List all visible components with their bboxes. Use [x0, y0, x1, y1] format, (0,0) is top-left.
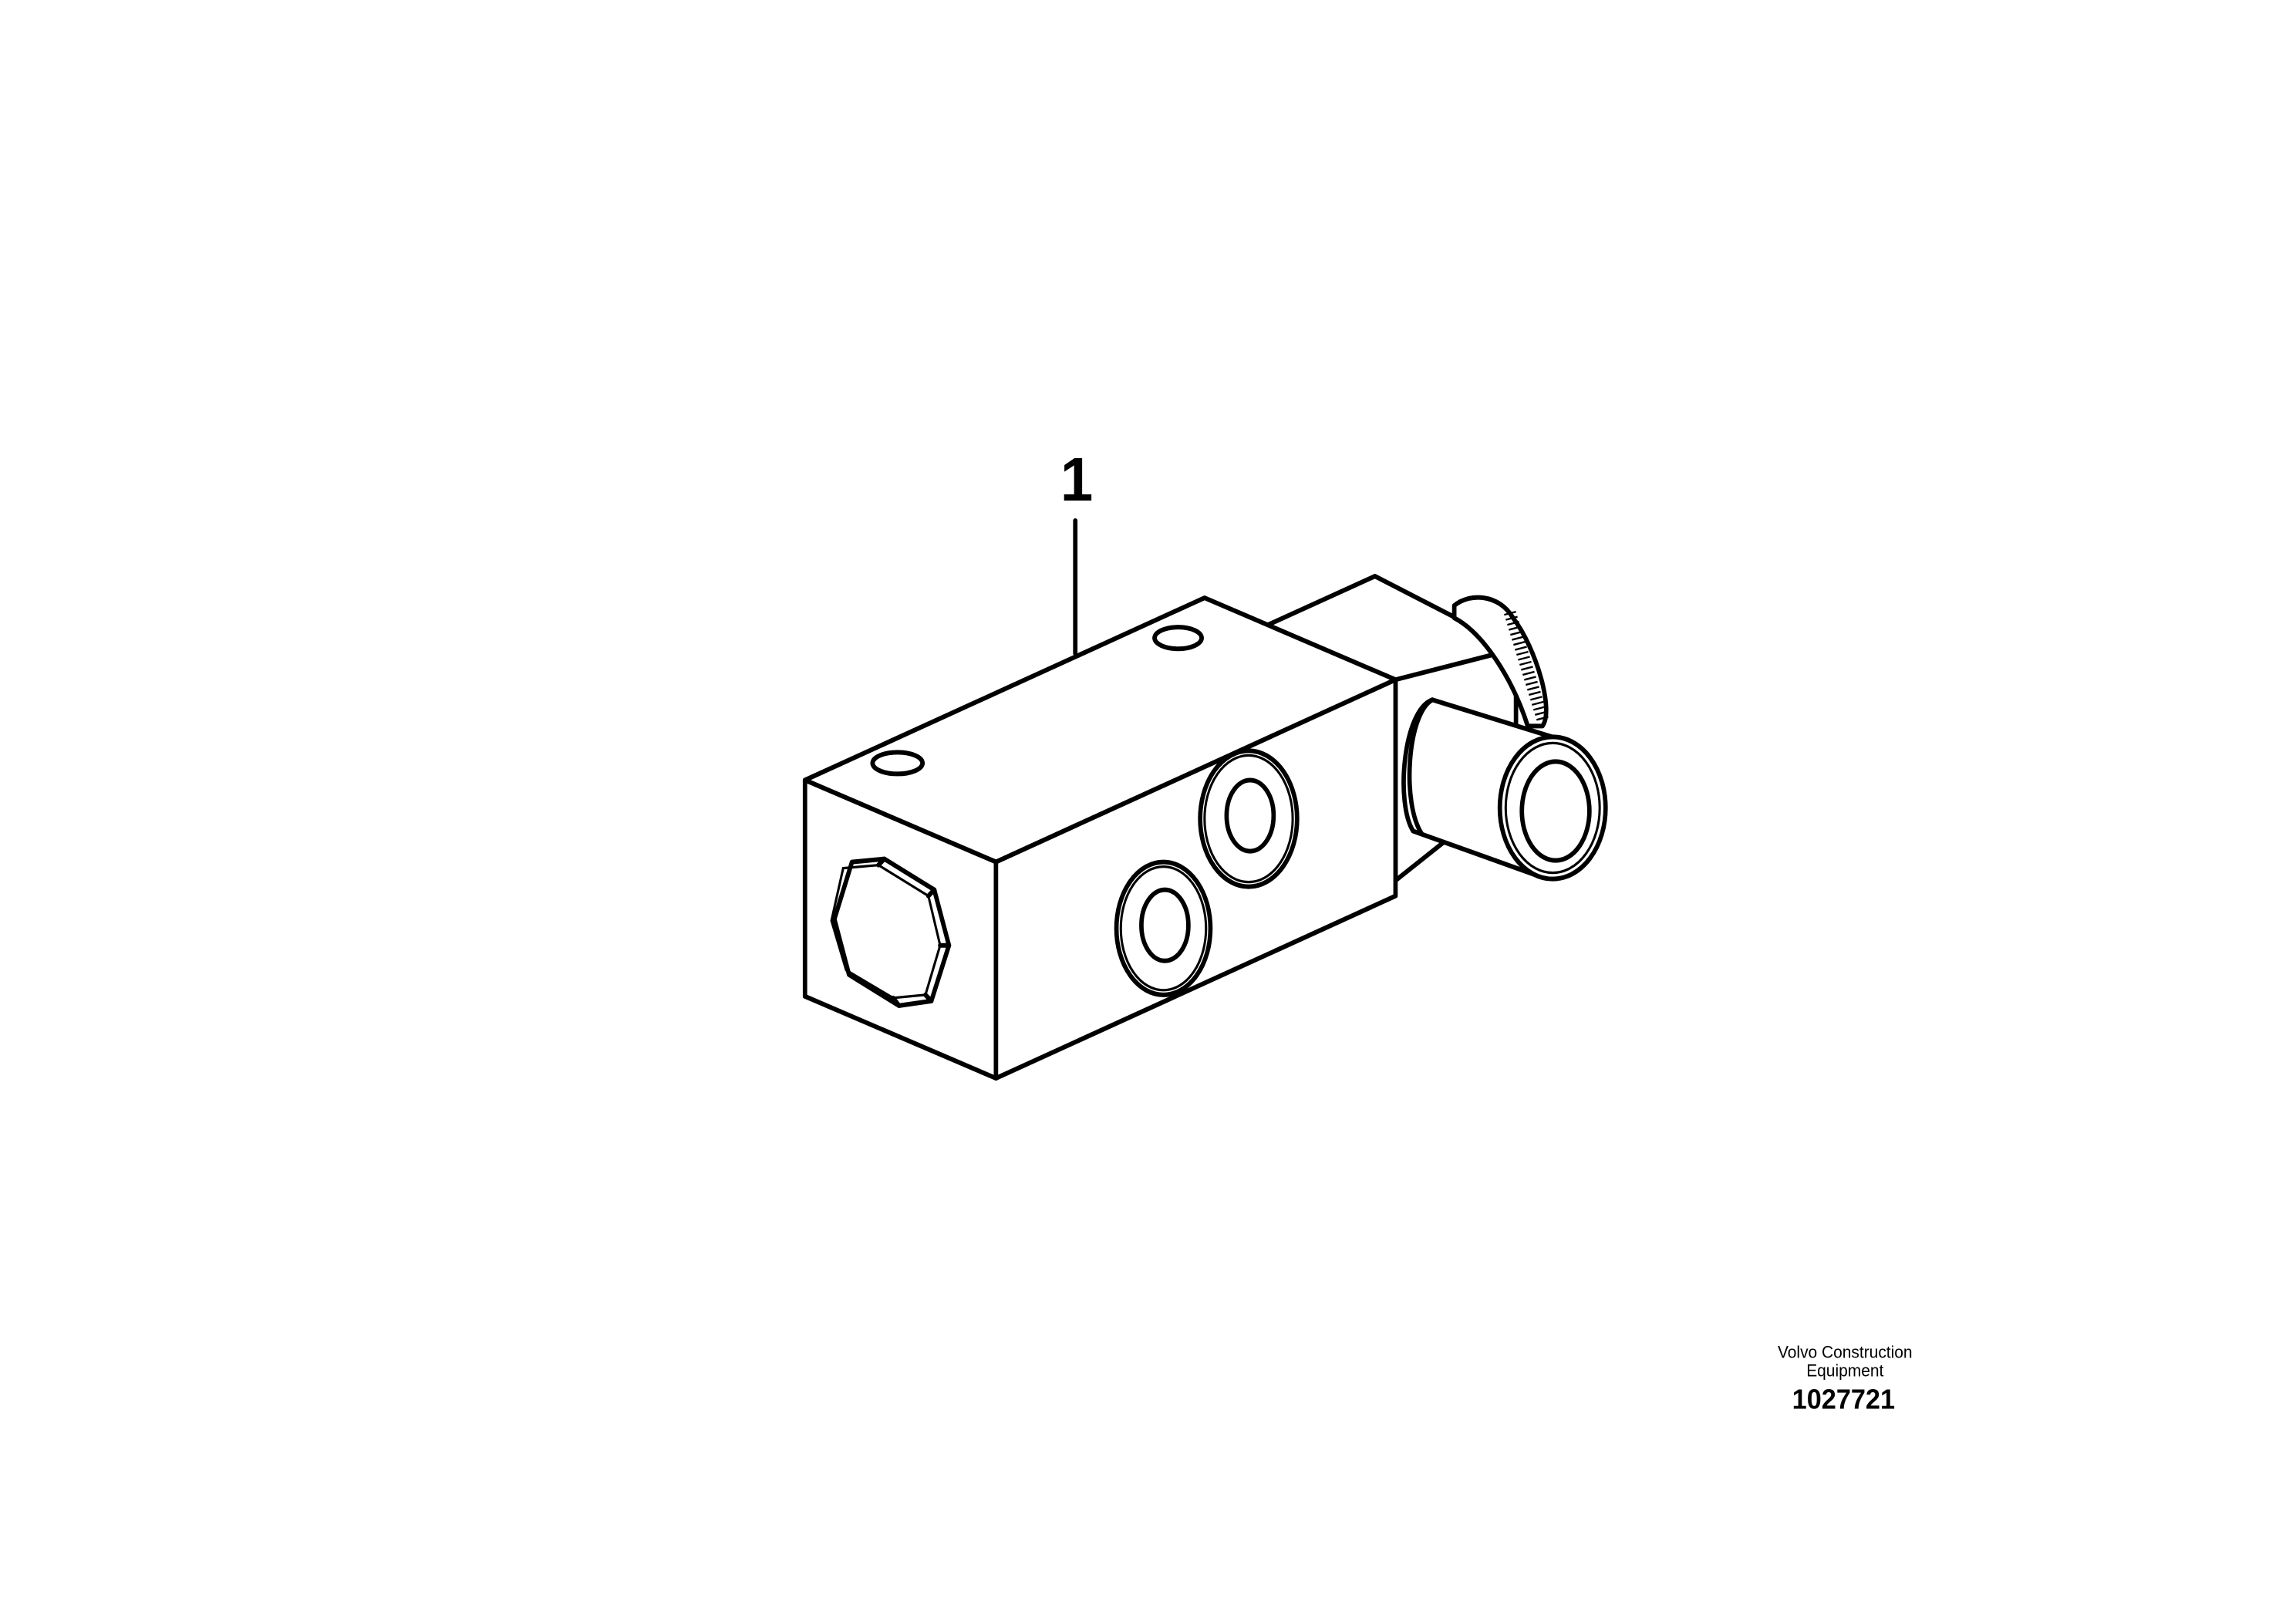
- top-port-rear: [1152, 625, 1204, 652]
- callout-1-label: 1: [1060, 444, 1093, 514]
- company-name-line2: Equipment: [1806, 1361, 1883, 1381]
- side-ports: [1114, 748, 1300, 997]
- side-port-lower: [1114, 859, 1213, 997]
- spool-cylinder: [1401, 697, 1608, 882]
- side-port-upper: [1198, 748, 1300, 889]
- top-port-front: [870, 750, 925, 777]
- knurled-knob: [1451, 595, 1549, 729]
- company-name-line1: Volvo Construction: [1778, 1343, 1913, 1362]
- hex-plug: [830, 856, 952, 1008]
- valve-block: [802, 595, 1398, 1081]
- top-ports: [870, 625, 1204, 777]
- document-number: 1027721: [1792, 1384, 1895, 1415]
- valve-assembly: [802, 518, 1608, 1081]
- title-block: Volvo Construction Equipment 1027721: [1778, 1343, 1913, 1415]
